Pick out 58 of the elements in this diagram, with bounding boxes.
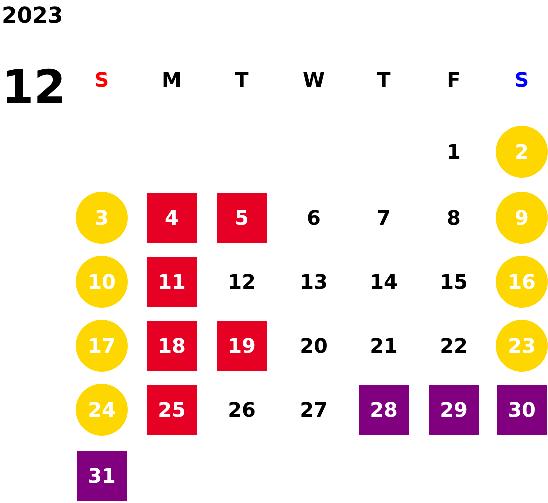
day-number: 31: [88, 464, 116, 488]
day-number: 9: [515, 206, 529, 230]
day-number: 28: [370, 398, 398, 422]
day-number: 22: [440, 334, 468, 358]
holiday-circle: [76, 384, 128, 436]
day-number: 25: [158, 398, 186, 422]
day-number: 10: [88, 270, 116, 294]
weekday-header: F: [447, 68, 461, 92]
weekday-header: S: [94, 68, 110, 92]
day-number: 11: [158, 270, 186, 294]
holiday-circle: [76, 320, 128, 372]
holiday-circle: [76, 256, 128, 308]
day-number: 3: [95, 206, 109, 230]
weekday-header: T: [377, 68, 391, 92]
day-number: 1: [447, 140, 461, 164]
day-number: 16: [508, 270, 536, 294]
day-number: 14: [370, 270, 398, 294]
day-number: 23: [508, 334, 536, 358]
day-number: 24: [88, 398, 116, 422]
closed-day-square: [217, 193, 267, 243]
day-number: 13: [300, 270, 328, 294]
closed-day-square: [147, 321, 197, 371]
day-number: 21: [370, 334, 398, 358]
special-day-square: [77, 451, 127, 501]
holiday-circle: [496, 126, 548, 178]
holiday-circle: [496, 256, 548, 308]
day-number: 27: [300, 398, 328, 422]
day-number: 8: [447, 206, 461, 230]
closed-day-square: [147, 257, 197, 307]
day-number: 5: [235, 206, 249, 230]
holiday-circle: [76, 192, 128, 244]
holiday-circle: [496, 320, 548, 372]
weekday-header: M: [162, 68, 182, 92]
day-number: 15: [440, 270, 468, 294]
day-number: 26: [228, 398, 256, 422]
closed-day-square: [217, 321, 267, 371]
closed-day-square: [147, 385, 197, 435]
closed-day-square: [147, 193, 197, 243]
day-number: 30: [508, 398, 536, 422]
day-number: 17: [88, 334, 116, 358]
special-day-square: [359, 385, 409, 435]
day-number: 6: [307, 206, 321, 230]
special-day-square: [429, 385, 479, 435]
weekday-header: T: [235, 68, 249, 92]
year-heading: 2023: [2, 4, 64, 29]
weekday-header: W: [302, 68, 326, 92]
day-number: 12: [228, 270, 256, 294]
day-number: 19: [228, 334, 256, 358]
holiday-circle: [496, 192, 548, 244]
month-number: 12: [2, 62, 66, 113]
day-number: 2: [515, 140, 529, 164]
weekday-header: S: [514, 68, 530, 92]
day-number: 4: [165, 206, 179, 230]
day-number: 29: [440, 398, 468, 422]
day-number: 20: [300, 334, 328, 358]
day-number: 18: [158, 334, 186, 358]
day-number: 7: [377, 206, 391, 230]
special-day-square: [497, 385, 547, 435]
